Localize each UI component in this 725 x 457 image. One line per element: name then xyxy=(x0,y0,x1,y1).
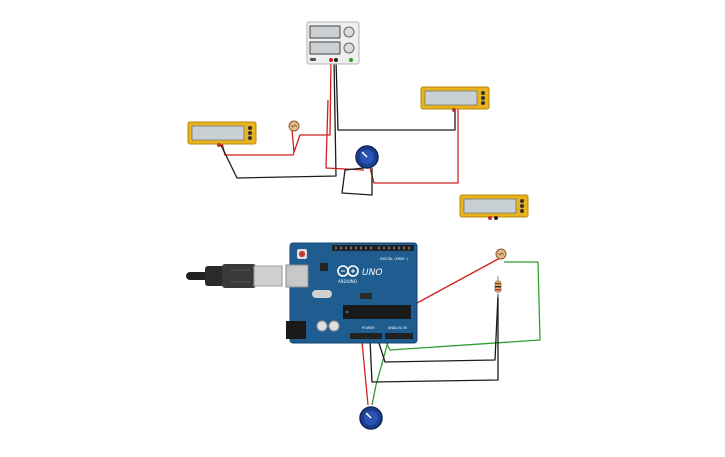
power-header[interactable] xyxy=(350,333,382,339)
current-knob[interactable] xyxy=(343,42,355,54)
voltage-knob[interactable] xyxy=(343,26,355,38)
terminal-red[interactable] xyxy=(329,58,333,62)
wire-red[interactable] xyxy=(369,108,459,184)
multimeter-display xyxy=(424,90,478,106)
ldr-icon[interactable] xyxy=(288,120,300,132)
digital-header-label: DIGITAL (PWM~) xyxy=(380,257,409,261)
multimeter-display xyxy=(191,125,245,141)
multimeter-right-top[interactable] xyxy=(420,86,490,112)
wire-green[interactable] xyxy=(371,341,389,406)
power-supply[interactable] xyxy=(306,21,360,65)
wire-green[interactable] xyxy=(384,261,541,351)
probe-terminal[interactable] xyxy=(452,108,456,112)
atmega-chip xyxy=(343,305,411,319)
potentiometer-icon[interactable] xyxy=(359,406,383,430)
analog-header[interactable] xyxy=(385,333,413,339)
capacitor xyxy=(316,320,328,332)
crystal xyxy=(312,290,332,298)
multimeter-display xyxy=(463,198,517,214)
power-header-label: POWER xyxy=(362,326,375,330)
analog-header-label: ANALOG IN xyxy=(388,326,407,330)
digital-header[interactable] xyxy=(332,245,414,251)
multimeter-right-bottom[interactable] xyxy=(459,194,529,220)
wire-black[interactable] xyxy=(341,167,373,196)
arduino-logo-icon xyxy=(337,265,359,277)
terminal-black[interactable] xyxy=(334,58,338,62)
terminal-ground[interactable] xyxy=(349,58,353,62)
arduino-uno-board[interactable]: DIGITAL (PWM~) UNO ARDUINO POWER ANALOG … xyxy=(285,242,418,344)
potentiometer-icon[interactable] xyxy=(355,145,379,169)
wire-red[interactable] xyxy=(291,129,295,153)
voltage-display xyxy=(309,25,341,39)
resistor-icon[interactable] xyxy=(494,276,502,298)
usb-plug-icon xyxy=(186,264,283,288)
brand-label: ARDUINO xyxy=(338,279,357,284)
ldr-icon[interactable] xyxy=(495,248,507,260)
wire-black[interactable] xyxy=(369,295,499,383)
multimeter-left[interactable] xyxy=(187,121,257,147)
wire-black[interactable] xyxy=(335,59,456,131)
power-jack[interactable] xyxy=(286,321,306,339)
wires xyxy=(219,59,541,406)
wire-black[interactable] xyxy=(219,59,337,179)
current-display xyxy=(309,41,341,55)
capacitor xyxy=(328,320,340,332)
usb-port[interactable] xyxy=(285,264,309,288)
probe-terminal[interactable] xyxy=(217,143,221,147)
model-label: UNO xyxy=(362,268,382,278)
wire-black[interactable] xyxy=(377,294,499,363)
